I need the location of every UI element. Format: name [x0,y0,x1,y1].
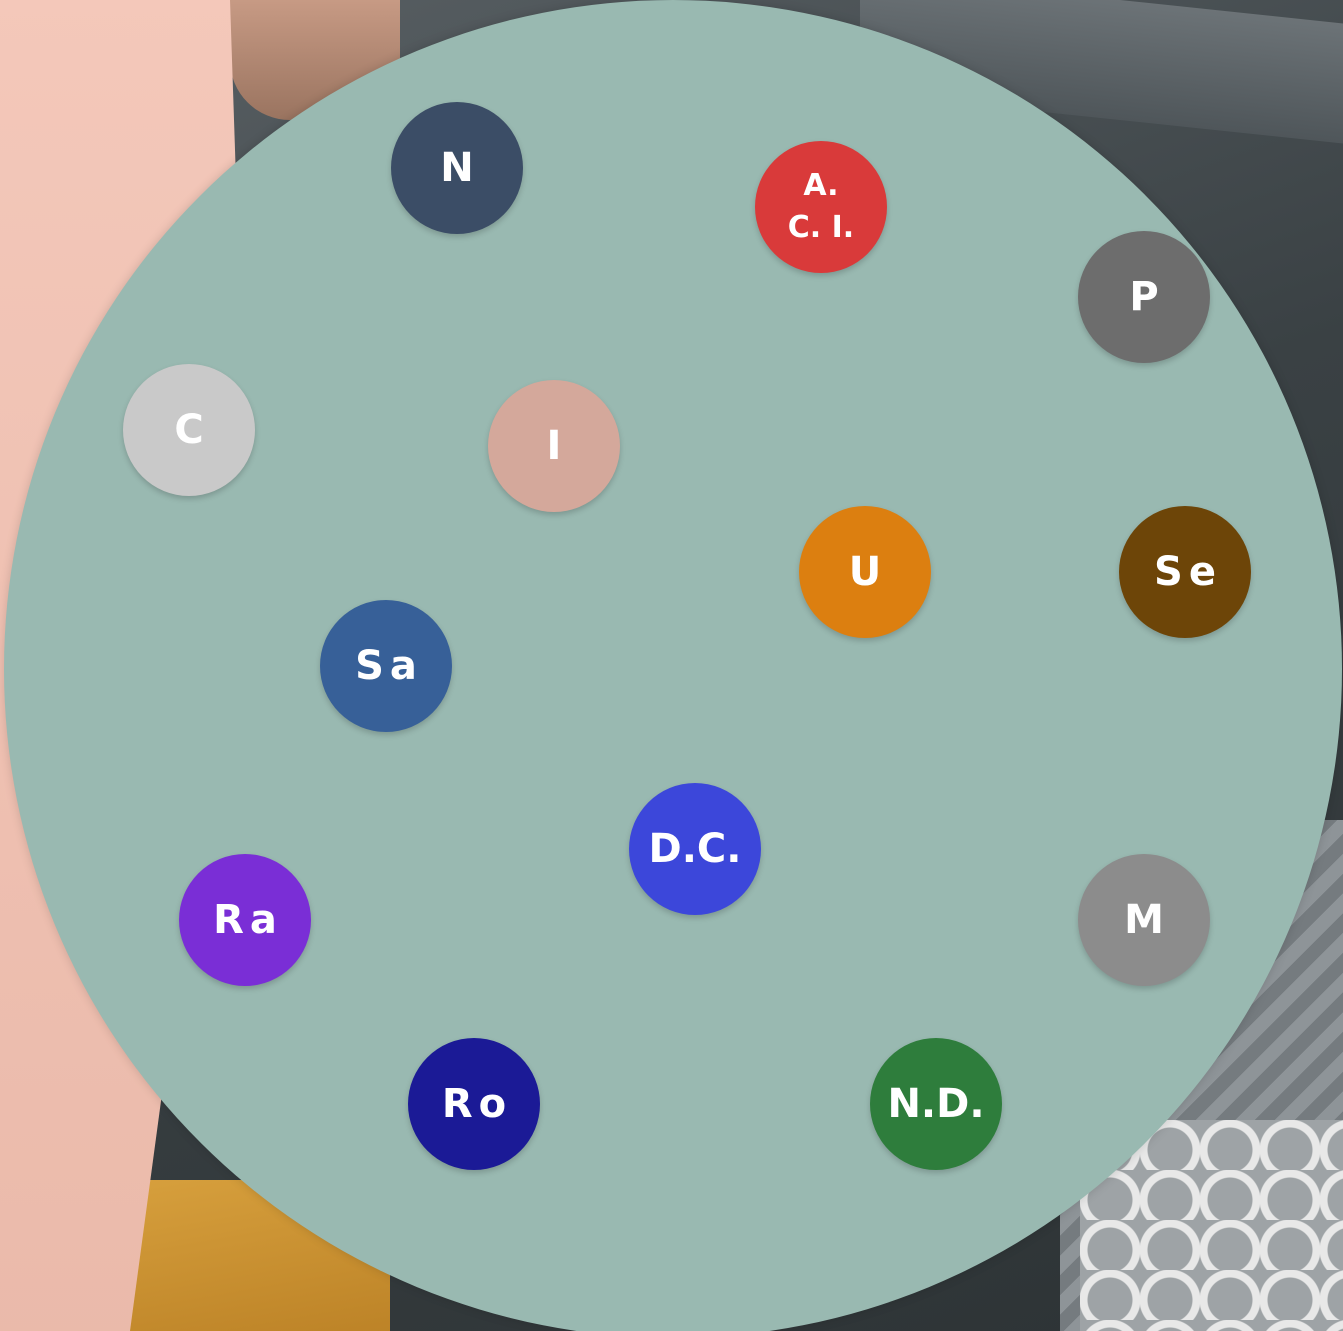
category-wheel: N A. C. I. P C I U Se Sa D.C. Ra M [4,0,1342,1331]
bubble-label: N [440,148,473,188]
bubble-label: Sa [349,646,423,686]
bubble-p[interactable]: P [1078,231,1210,363]
bubble-label: Ro [436,1084,512,1124]
bubble-i[interactable]: I [488,380,620,512]
bubble-ro[interactable]: Ro [408,1038,540,1170]
bubble-ra[interactable]: Ra [179,854,311,986]
bubble-m[interactable]: M [1078,854,1210,986]
bubble-label: U [849,552,881,592]
bubble-label: P [1129,277,1158,317]
bubble-n[interactable]: N [391,102,523,234]
bubble-n-d[interactable]: N.D. [870,1038,1002,1170]
bubble-label: A. C. I. [788,165,854,249]
bubble-label: Ra [207,900,283,940]
bubble-d-c[interactable]: D.C. [629,783,761,915]
bubble-a-c-i[interactable]: A. C. I. [755,141,887,273]
bubble-c[interactable]: C [123,364,255,496]
bubble-label: I [547,426,562,466]
bubble-label: D.C. [649,829,742,869]
bubble-u[interactable]: U [799,506,931,638]
bubble-sa[interactable]: Sa [320,600,452,732]
bubble-label: C [174,410,203,450]
bubble-label: Se [1148,552,1222,592]
bubble-se[interactable]: Se [1119,506,1251,638]
bubble-label: M [1124,900,1164,940]
bubble-label: N.D. [887,1084,984,1124]
